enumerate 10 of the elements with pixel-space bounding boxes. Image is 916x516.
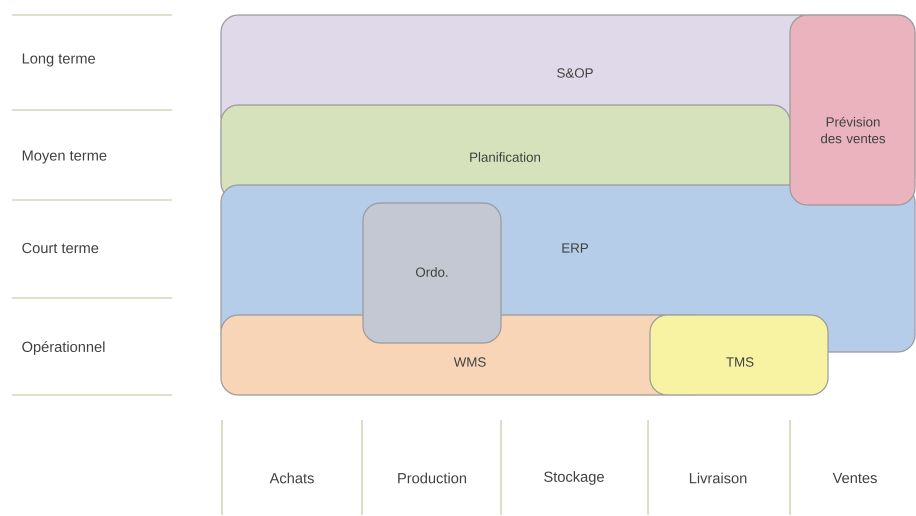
row-label: Opérationnel — [22, 341, 104, 355]
row-label: Court terme — [22, 242, 98, 254]
region-box: TMS — [649, 314, 829, 396]
column-label: Stockage — [544, 471, 604, 485]
column-label: Production — [398, 472, 466, 484]
column-label: Achats — [270, 472, 314, 484]
row-label: Moyen terme — [22, 150, 106, 164]
column-label: Livraison — [690, 472, 746, 484]
row-label: Long terme — [22, 53, 96, 67]
column-label: Ventes — [832, 472, 877, 484]
